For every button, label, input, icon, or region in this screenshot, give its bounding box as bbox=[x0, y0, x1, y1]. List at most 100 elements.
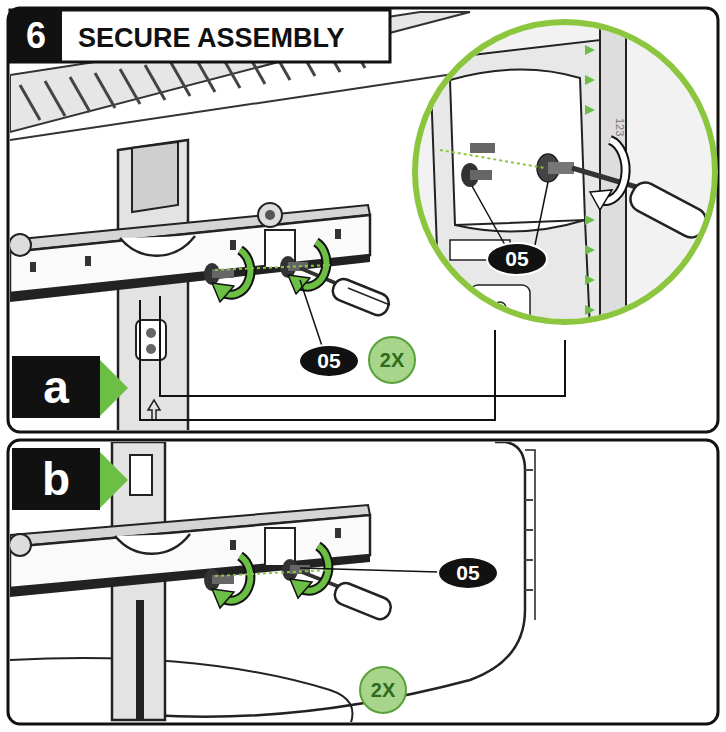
vent-slats-part bbox=[45, 81, 65, 116]
zoom-detail-part-part bbox=[400, 0, 726, 360]
guide-arrows-part bbox=[585, 215, 595, 225]
horizontal-rail-part bbox=[335, 229, 341, 239]
guide-arrows-part bbox=[585, 45, 595, 55]
vent-slats-part bbox=[170, 61, 190, 96]
horizontal-rail bbox=[10, 203, 370, 302]
zoom-detail-part-part bbox=[470, 143, 495, 153]
zoom-detail-part bbox=[415, 22, 715, 322]
scale-marking: 123 bbox=[614, 118, 626, 136]
zoom-detail-part-part bbox=[535, 182, 548, 245]
panel-arrow bbox=[100, 452, 128, 508]
panel-b-part bbox=[136, 600, 144, 720]
panel-b-part-part bbox=[525, 499, 533, 501]
horizontal-rail-part bbox=[10, 534, 31, 556]
turn-arrows-b-part bbox=[212, 589, 234, 608]
zoom-detail-part-part bbox=[440, 150, 545, 168]
node-text: 6 bbox=[26, 15, 46, 57]
zoom-detail-part-part bbox=[626, 178, 711, 242]
screwdriver-a-part bbox=[330, 276, 392, 318]
vent-slats-part bbox=[95, 73, 115, 108]
turn-arrows-b-part bbox=[290, 579, 312, 598]
callout-number: 05 bbox=[437, 556, 499, 590]
vent-slats-part bbox=[120, 69, 140, 104]
panel-b-part bbox=[10, 442, 716, 722]
guide-arrows-part bbox=[585, 75, 595, 85]
panel-a-part bbox=[215, 265, 330, 270]
panel-a-part bbox=[10, 70, 480, 140]
panel-a-part bbox=[10, 10, 716, 430]
tv-edge bbox=[150, 442, 525, 717]
guide-arrows-part bbox=[585, 245, 595, 255]
turn-arrows-b bbox=[212, 546, 328, 608]
bracket-hook bbox=[132, 142, 178, 212]
zoom-detail bbox=[400, 0, 726, 360]
horizontal-rail-part bbox=[10, 234, 31, 256]
horizontal-rail-part bbox=[265, 210, 275, 220]
panel-b-part-part bbox=[525, 589, 533, 591]
horizontal-rail-part bbox=[230, 540, 236, 550]
panel-arrow bbox=[100, 360, 128, 416]
node-text: 05 bbox=[505, 247, 528, 271]
quantity-badge: 2X bbox=[359, 666, 407, 714]
panel-b-part bbox=[525, 470, 533, 590]
horizontal-rail-part bbox=[258, 203, 282, 227]
panel-a-part bbox=[146, 328, 156, 338]
horizontal-rail bbox=[10, 505, 370, 597]
screwdriver-b-part bbox=[332, 580, 394, 622]
vent-slats-part bbox=[20, 85, 40, 120]
zoom-detail-part-part bbox=[548, 162, 574, 174]
panel-b-part bbox=[10, 658, 353, 722]
node-text: b bbox=[42, 452, 70, 506]
node-text: 2X bbox=[371, 679, 395, 702]
leader-line bbox=[300, 568, 438, 572]
node-text: a bbox=[43, 360, 69, 414]
tv-vent-band bbox=[10, 12, 470, 132]
panel-frame bbox=[8, 440, 718, 724]
guide-arrows-part bbox=[585, 305, 595, 315]
callout-number: 05 bbox=[486, 242, 548, 276]
panel-tag: b bbox=[12, 448, 100, 510]
step-number: 6 bbox=[10, 10, 62, 62]
panel-a-part bbox=[146, 344, 156, 354]
step-title: SECURE ASSEMBLY bbox=[78, 18, 345, 58]
callout-number: 05 bbox=[298, 344, 360, 378]
guide-arrows-part bbox=[585, 275, 595, 285]
panel-b-part bbox=[525, 450, 535, 620]
quantity-badge: 2X bbox=[368, 336, 416, 384]
vent-slats-part bbox=[145, 65, 165, 100]
zoom-bracket bbox=[140, 300, 495, 420]
guide-arrows-part bbox=[585, 105, 595, 115]
horizontal-rail-part bbox=[230, 240, 236, 250]
zoom-detail-part-part bbox=[450, 69, 585, 231]
zoom-detail-part-part bbox=[472, 186, 505, 245]
node-text: 05 bbox=[456, 561, 479, 585]
screwdriver-a-part bbox=[348, 288, 390, 305]
panel-a-part bbox=[148, 400, 160, 420]
panel-a bbox=[10, 10, 716, 430]
panel-b-part-part bbox=[525, 469, 533, 471]
panel-b-part-part bbox=[525, 529, 533, 531]
vent-slats-part bbox=[70, 77, 90, 112]
turn-arrows-a-part bbox=[288, 275, 310, 294]
horizontal-rail-part bbox=[85, 256, 91, 266]
zoom-detail-part-part bbox=[590, 190, 612, 210]
panel-b-part bbox=[215, 570, 330, 576]
turn-arrows-a-part bbox=[212, 283, 234, 302]
guide-arrows bbox=[585, 45, 595, 315]
panel-b-part bbox=[130, 455, 152, 495]
panel-frame bbox=[8, 8, 718, 432]
panel-tag: a bbox=[12, 356, 100, 418]
zoom-detail-part-part bbox=[600, 25, 626, 345]
node-text: 05 bbox=[317, 349, 340, 373]
title-box bbox=[10, 10, 390, 62]
screwdriver-a bbox=[300, 268, 392, 318]
zoom-detail-part-part bbox=[470, 170, 492, 180]
zoom-detail-part bbox=[400, 0, 726, 360]
panel-b-part bbox=[115, 534, 190, 554]
panel-a-part bbox=[120, 236, 195, 256]
leader-line bbox=[300, 280, 322, 346]
horizontal-rail-part bbox=[30, 262, 36, 272]
screwdriver-b bbox=[302, 572, 394, 622]
